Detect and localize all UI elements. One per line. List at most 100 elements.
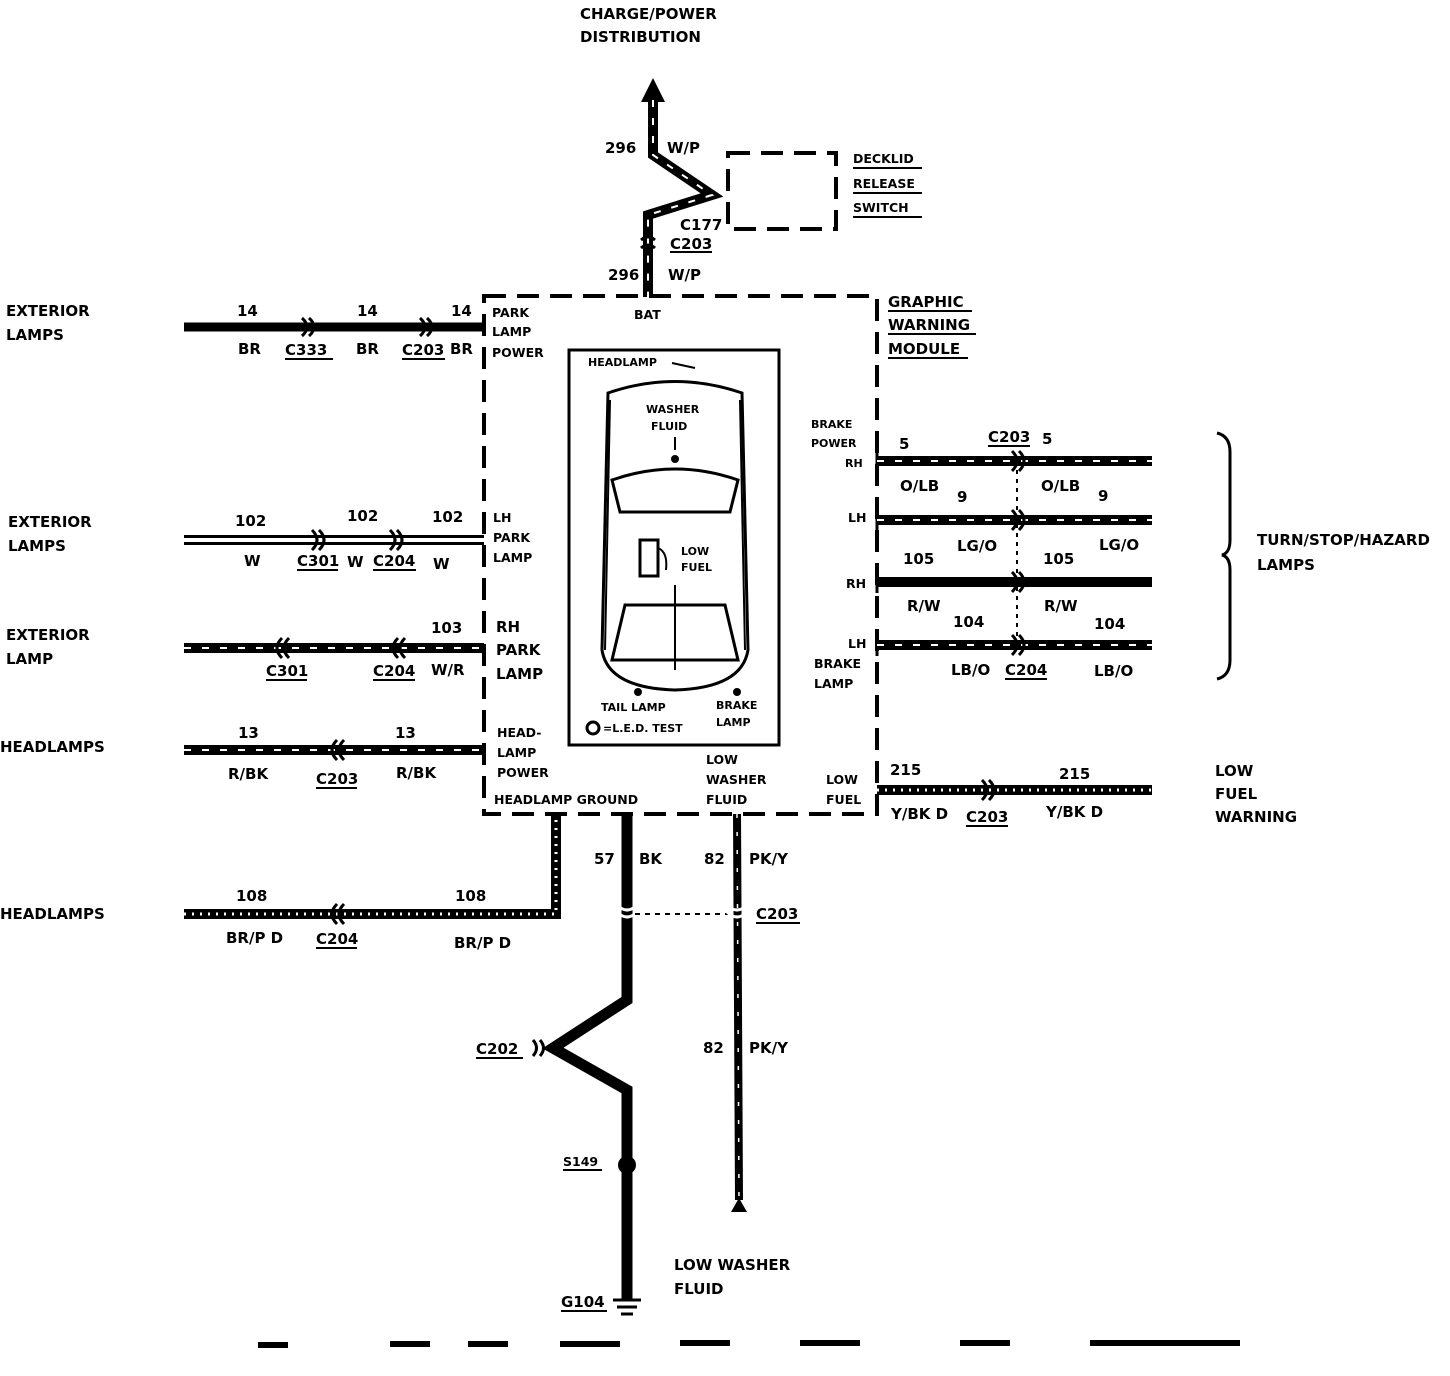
wire-105-number-2: 105 bbox=[1043, 550, 1074, 568]
connector-c204-symbol bbox=[391, 636, 407, 660]
wire-13-number-2: 13 bbox=[395, 724, 416, 742]
low-washer-fluid-2: FLUID bbox=[674, 1280, 723, 1298]
wire-102-number-2: 102 bbox=[347, 507, 378, 525]
exterior-lamps-label-1a: EXTERIOR bbox=[6, 302, 90, 320]
exterior-lamps-label-1b: LAMPS bbox=[6, 326, 64, 344]
pin-head-power-3: POWER bbox=[497, 765, 549, 780]
footer-mark bbox=[560, 1341, 620, 1347]
wire-82-number-1: 82 bbox=[704, 850, 725, 868]
wire-102-group: EXTERIOR LAMPS 102 102 102 W W W C301 C2… bbox=[8, 507, 484, 573]
connector-symbol bbox=[1010, 508, 1026, 532]
headlamps-label-1: HEADLAMPS bbox=[0, 738, 105, 756]
rear-window-icon bbox=[610, 603, 740, 662]
charge-power-label: CHARGE/POWER bbox=[580, 5, 717, 23]
wire-104-number-2: 104 bbox=[1094, 615, 1125, 633]
car-side-lines bbox=[604, 399, 746, 651]
pin-headlamp-ground: HEADLAMP GROUND bbox=[494, 792, 638, 807]
connector-c204-label: C204 bbox=[373, 662, 415, 680]
splice-s149-icon bbox=[618, 1156, 636, 1174]
wire-9-color-2: LG/O bbox=[1099, 536, 1139, 554]
connector-c204-symbol bbox=[388, 528, 404, 552]
pin-park-power-1: PARK bbox=[492, 305, 530, 320]
wire-296-stripe bbox=[647, 100, 715, 297]
wire-57-color: BK bbox=[639, 850, 663, 868]
wire-82-color-1: PK/Y bbox=[749, 850, 789, 868]
module-box bbox=[482, 294, 879, 816]
wire-108-group: HEADLAMPS 108 108 BR/P D BR/P D C204 bbox=[0, 814, 561, 952]
connector-c203-symbol bbox=[1010, 449, 1026, 473]
connector-c203-symbol bbox=[330, 738, 346, 762]
wire-14-group: EXTERIOR LAMPS 14 14 14 BR BR BR C333 C2… bbox=[6, 302, 484, 360]
footer-mark bbox=[800, 1340, 860, 1346]
connector-c203-bottom-label: C203 bbox=[756, 905, 798, 923]
wire-108-number-2: 108 bbox=[455, 887, 486, 905]
panel-washer-2: FLUID bbox=[651, 420, 687, 433]
wire-104-color-2: LB/O bbox=[1094, 662, 1133, 680]
wire-102-color-1: W bbox=[244, 552, 261, 570]
panel-led-test: =L.E.D. TEST bbox=[603, 722, 683, 735]
wire-102-color-2: W bbox=[347, 553, 364, 571]
lamps-label: LAMPS bbox=[1257, 556, 1315, 574]
fuel-hose-icon bbox=[657, 547, 668, 571]
wire-5-color-2: O/LB bbox=[1041, 477, 1080, 495]
headlamp-arrow-icon bbox=[671, 362, 696, 369]
wire-296-number-top: 296 bbox=[605, 139, 636, 157]
exterior-lamps-label-2b: LAMPS bbox=[8, 537, 66, 555]
wire-14-color-1: BR bbox=[238, 340, 261, 358]
pin-lh: LH bbox=[848, 510, 866, 525]
footer-mark bbox=[1090, 1340, 1240, 1346]
tail-lamp-led-icon bbox=[634, 688, 642, 696]
turn-stop-hazard-label: TURN/STOP/HAZARD bbox=[1257, 531, 1430, 549]
decklid-release-switch: DECKLID RELEASE SWITCH bbox=[726, 151, 922, 231]
wire-102-number-1: 102 bbox=[235, 512, 266, 530]
wire-5-number-1: 5 bbox=[899, 435, 909, 453]
wire-9-number-1: 9 bbox=[957, 488, 967, 506]
connector-c203-label: C203 bbox=[402, 341, 444, 359]
wire-102-number-3: 102 bbox=[432, 508, 463, 526]
connector-c204-symbol bbox=[1010, 633, 1026, 657]
connector-c202-label: C202 bbox=[476, 1040, 518, 1058]
switch-label: SWITCH bbox=[853, 200, 909, 215]
pin-low-washer-2: WASHER bbox=[706, 772, 767, 787]
wire-103-number: 103 bbox=[431, 619, 462, 637]
wire-108 bbox=[184, 814, 561, 919]
decklid-label: DECKLID bbox=[853, 151, 914, 166]
pin-lh-brake-1: LH bbox=[848, 636, 866, 651]
panel-brake-2: LAMP bbox=[716, 716, 751, 729]
connector-c204-symbol bbox=[330, 902, 346, 926]
connector-c301-symbol bbox=[310, 528, 326, 552]
connector-c301-symbol bbox=[275, 636, 291, 660]
connector-c177-label: C177 bbox=[680, 216, 722, 234]
wire-102-color-3: W bbox=[433, 555, 450, 573]
display-panel-frame bbox=[567, 348, 781, 747]
wire-13-group: HEADLAMPS 13 13 R/BK R/BK C203 bbox=[0, 724, 484, 789]
pin-rh-park-2: PARK bbox=[496, 641, 542, 659]
low-fuel-warning-2: FUEL bbox=[1215, 785, 1258, 803]
connector-c301-label: C301 bbox=[297, 552, 339, 570]
ground-icon bbox=[613, 1298, 641, 1316]
wire-13-number-1: 13 bbox=[238, 724, 259, 742]
wire-108-number-1: 108 bbox=[236, 887, 267, 905]
exterior-lamps-label-2a: EXTERIOR bbox=[8, 513, 92, 531]
wire-103-color: W/R bbox=[431, 661, 465, 679]
connector-c204-label: C204 bbox=[1005, 661, 1047, 679]
wire-9-color-1: LG/O bbox=[957, 537, 997, 555]
wire-14-number-2: 14 bbox=[357, 302, 378, 320]
footer-mark bbox=[680, 1340, 730, 1346]
module-label: MODULE bbox=[888, 340, 960, 358]
cropped-footer-marks bbox=[258, 1340, 1240, 1348]
wire-215-color-2: Y/BK D bbox=[1045, 803, 1103, 821]
connector-c203-symbol bbox=[418, 316, 434, 338]
release-label: RELEASE bbox=[853, 176, 915, 191]
connector-c203-top-label: C203 bbox=[670, 235, 712, 253]
connector-c203-label: C203 bbox=[316, 770, 358, 788]
wire-104-color-1: LB/O bbox=[951, 661, 990, 679]
pin-low-fuel-2: FUEL bbox=[826, 792, 861, 807]
wire-215-number-1: 215 bbox=[890, 761, 921, 779]
wire-215-color-1: Y/BK D bbox=[890, 805, 948, 823]
right-wires: 5 5 C203 O/LB O/LB 9 9 LG/O LG/O 105 105… bbox=[875, 428, 1430, 827]
connector-c202-symbol bbox=[531, 1039, 545, 1057]
pin-brake-power-3: RH bbox=[845, 457, 863, 470]
wire-105-number-1: 105 bbox=[903, 550, 934, 568]
